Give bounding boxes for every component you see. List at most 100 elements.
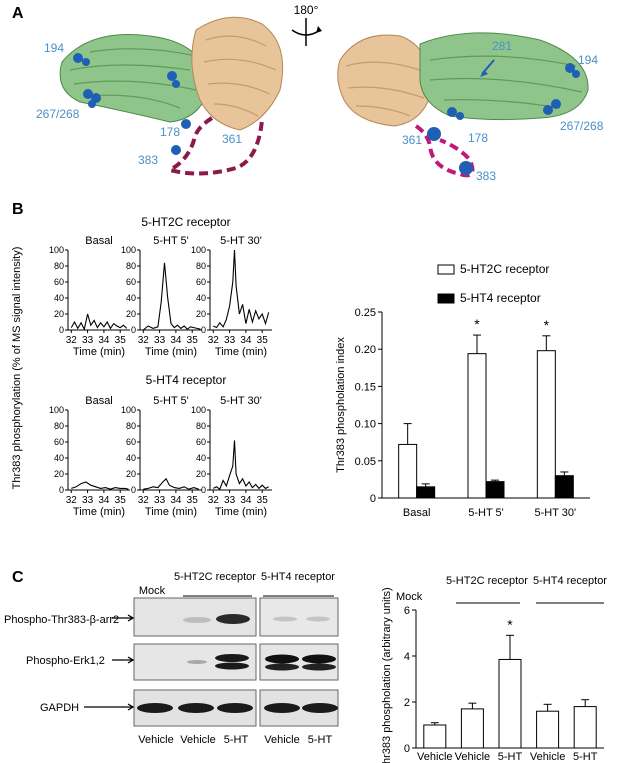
blot-band <box>265 663 299 671</box>
trace-condition-label: 5-HT 30' <box>220 395 262 407</box>
x-tick-label: 35 <box>187 335 199 346</box>
receptor-right <box>337 34 433 127</box>
x-tick-label: 5-HT 30' <box>535 507 577 519</box>
lane-label: Vehicle <box>180 734 215 746</box>
y-tick-label: 40 <box>54 453 64 463</box>
residue-label: 383 <box>138 153 158 167</box>
y-tick-label: 40 <box>196 453 206 463</box>
bar <box>498 658 522 749</box>
x-tick-label: 33 <box>154 335 166 346</box>
y-tick-label: 0 <box>201 325 206 335</box>
loop-left <box>164 116 264 176</box>
x-tick-label: 35 <box>257 335 269 346</box>
panel-b-label: B <box>12 201 24 218</box>
bar <box>536 710 560 749</box>
x-tick-label: 5-HT <box>498 751 523 763</box>
structure-right: 281 194 267/268 178 361 383 <box>337 32 604 183</box>
x-tick-label: 35 <box>115 335 127 346</box>
y-tick-label: 60 <box>196 437 206 447</box>
y-tick-label: 20 <box>54 469 64 479</box>
blot-band <box>273 616 297 622</box>
significance-marker: * <box>507 616 513 632</box>
arrow-icon <box>112 656 135 664</box>
y-tick-label: 0 <box>131 325 136 335</box>
blot-row-label: Phospho-Thr383-β-arr2 <box>4 614 119 626</box>
blot-band <box>306 616 330 622</box>
trace-line <box>71 481 129 490</box>
lane-label: Vehicle <box>138 734 173 746</box>
trace-title-2c: 5-HT2C receptor <box>141 215 230 229</box>
trace-line <box>213 249 270 329</box>
trace-line <box>70 313 128 331</box>
y-tick-label: 0 <box>59 485 64 495</box>
trace-line <box>142 262 201 331</box>
y-tick-label: 80 <box>54 421 64 431</box>
residue-label: 194 <box>578 53 598 67</box>
trace-line <box>213 440 269 491</box>
residue-label: 383 <box>476 169 496 183</box>
bar <box>416 486 436 499</box>
bar <box>423 724 447 749</box>
x-axis-label: Time (min) <box>215 346 267 358</box>
arrestin-right <box>419 32 589 121</box>
panel-a-label: A <box>12 5 24 22</box>
blot-band <box>302 663 336 671</box>
y-tick-label: 40 <box>126 453 136 463</box>
y-tick-label: 0 <box>370 493 376 505</box>
y-tick-label: 0.10 <box>355 419 376 431</box>
lane-label: 5-HT <box>308 734 333 746</box>
blot-band <box>215 654 249 662</box>
y-tick-label: 80 <box>196 421 206 431</box>
blot-band <box>264 703 300 713</box>
y-tick-label: 2 <box>404 697 410 709</box>
western-blot: Mock 5-HT2C receptor 5-HT4 receptor Phos… <box>4 571 339 746</box>
y-tick-label: 100 <box>191 245 206 255</box>
arrow-icon <box>112 614 135 622</box>
blot-band <box>183 617 211 623</box>
arrow-icon <box>84 703 135 711</box>
structure-left: 194 267/268 178 361 383 <box>36 16 284 176</box>
blot-header-mock: Mock <box>139 585 166 597</box>
significance-marker: * <box>474 316 480 332</box>
y-tick-label: 20 <box>126 309 136 319</box>
trace-condition-label: 5-HT 5' <box>153 395 189 407</box>
x-tick-label: Basal <box>403 507 431 519</box>
y-tick-label: 0.05 <box>355 456 376 468</box>
x-tick-label: 33 <box>154 495 166 506</box>
x-axis-label: Time (min) <box>145 346 197 358</box>
x-tick-label: 33 <box>82 335 94 346</box>
lane-label: 5-HT <box>224 734 249 746</box>
blot-panel <box>259 597 339 637</box>
y-tick-label: 80 <box>126 421 136 431</box>
bar <box>460 708 484 749</box>
residue-label: 281 <box>492 39 512 53</box>
y-tick-label: 40 <box>126 293 136 303</box>
x-tick-label: 35 <box>115 495 127 506</box>
group-label: 5-HT2C receptor <box>446 575 528 587</box>
x-tick-label: 32 <box>208 495 220 506</box>
rotation-label: 180° <box>294 3 319 17</box>
y-tick-label: 20 <box>196 309 206 319</box>
y-tick-label: 80 <box>196 261 206 271</box>
x-tick-label: 32 <box>208 335 220 346</box>
x-tick-label: 34 <box>170 335 182 346</box>
residue-label: 194 <box>44 41 64 55</box>
y-tick-label: 40 <box>196 293 206 303</box>
y-tick-label: 60 <box>196 277 206 287</box>
x-tick-label: 5-HT 5' <box>468 507 504 519</box>
significance-marker: * <box>544 317 550 333</box>
bar <box>485 481 505 499</box>
blot-band <box>216 614 250 624</box>
y-tick-label: 0 <box>131 485 136 495</box>
trace-ylabel: Thr383 phosphorylation (% of MS signal i… <box>11 247 23 490</box>
receptor-left <box>191 16 284 131</box>
y-tick-label: 40 <box>54 293 64 303</box>
x-tick-label: 32 <box>66 495 78 506</box>
group-label: Mock <box>396 591 423 603</box>
trace-condition-label: Basal <box>85 395 113 407</box>
trace-condition-label: 5-HT 30' <box>220 235 262 247</box>
